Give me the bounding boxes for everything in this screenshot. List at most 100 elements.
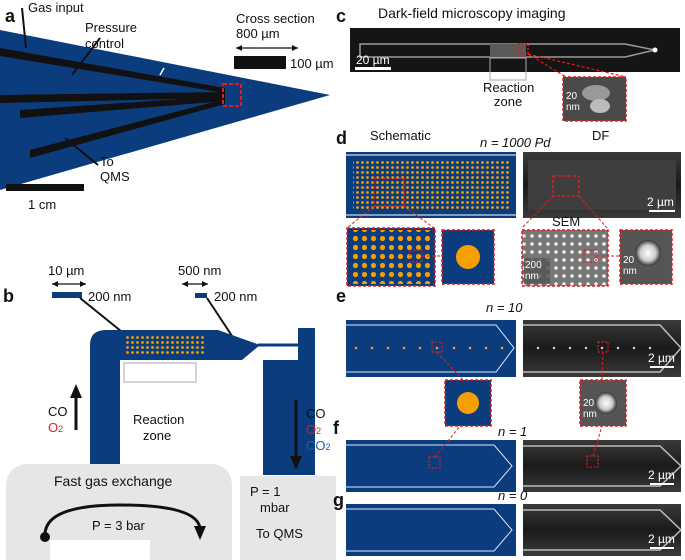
f-scalebar <box>650 483 674 485</box>
to-qms-label-1: To <box>100 154 114 169</box>
e-single-scale-1: 20 <box>583 398 595 409</box>
e-n-label: n = 10 <box>486 300 523 315</box>
panel-b: b 10 µm 200 nm 500 nm 200 nm Reaction zo… <box>3 263 336 560</box>
g-df-channel <box>523 509 683 551</box>
arrowhead <box>290 456 302 470</box>
d-sem-particle <box>635 240 661 266</box>
zoom-line <box>346 205 375 229</box>
panel-f: f n = 1 2 µm <box>333 418 683 492</box>
cross-section-width: 800 µm <box>236 26 280 41</box>
zoom-line <box>527 53 567 78</box>
fast-gas-exchange-label: Fast gas exchange <box>54 473 173 489</box>
tube-pressure-control <box>0 92 225 103</box>
tube-gas-input <box>0 48 225 93</box>
f-n-label: n = 1 <box>498 424 527 439</box>
d-sem-label-bg <box>524 258 550 284</box>
c-reaction-zone-1: Reaction <box>483 80 534 95</box>
d-sem-single <box>619 229 673 285</box>
arrowhead <box>80 281 86 287</box>
scalebar-c <box>355 67 391 70</box>
reaction-zone-label-2: zone <box>143 428 171 443</box>
panel-label-a: a <box>5 6 16 26</box>
e-scale-2um: 2 µm <box>648 351 675 365</box>
d-schematic-label: Schematic <box>370 128 431 143</box>
panel-e: e n = 10 2 µm 20 nm <box>336 286 683 427</box>
zoom-line <box>436 351 464 381</box>
e-df-particle <box>595 392 617 414</box>
e-df-channel <box>523 324 683 373</box>
scalebar-c-label: 20 µm <box>356 53 390 67</box>
pressure-leader <box>71 37 101 76</box>
zoom-line <box>403 205 435 229</box>
arrowhead <box>182 281 188 287</box>
d-zoom-box <box>373 177 405 207</box>
e-single-particle <box>457 392 479 414</box>
to-qms-leader <box>64 137 99 166</box>
inlet-o2: O2 <box>48 420 63 435</box>
df-tip-glow <box>652 47 658 53</box>
arrowhead <box>202 281 208 287</box>
d-sem-scale-2: nm <box>525 271 539 282</box>
df-reaction-zone <box>490 44 526 57</box>
arrowhead <box>236 45 242 51</box>
gas-loop <box>43 503 202 536</box>
reaction-zone-bracket <box>123 362 197 383</box>
chip-body <box>0 30 330 190</box>
d-scalebar <box>649 210 675 212</box>
e-schematic-image <box>346 320 516 377</box>
pressure-label-1: Pressure <box>85 20 137 35</box>
reaction-zone-bracket-c <box>489 57 527 81</box>
gas-input-leader <box>21 7 27 49</box>
pressure-marker <box>159 67 165 76</box>
tube-to-qms <box>30 99 225 158</box>
e-single-scale-2: nm <box>583 409 597 420</box>
g-schematic-image <box>346 504 516 556</box>
panel-label-f: f <box>333 418 340 438</box>
c-reaction-zone-2: zone <box>494 94 522 109</box>
d-scale-2um: 2 µm <box>647 195 674 209</box>
zoom-line <box>527 53 627 78</box>
c-inset-particle <box>582 85 610 101</box>
inlet-pressure-label: P = 3 bar <box>92 518 146 533</box>
d-single-particle <box>456 245 480 269</box>
f-schematic-image <box>346 440 516 492</box>
inlet-co: CO <box>48 404 68 419</box>
f-zoom-box <box>428 456 441 469</box>
g-channel-outline <box>346 508 513 552</box>
panel-label-g: g <box>333 490 344 510</box>
to-qms-label-2: QMS <box>100 169 130 184</box>
df-channel-outline <box>359 43 656 58</box>
height-200nm-right: 200 nm <box>214 289 257 304</box>
e-df-dots <box>536 346 652 350</box>
c-inset-scale-1: 20 <box>566 91 578 102</box>
panel-c: c Dark-field microscopy imaging 20 µm Re… <box>336 5 680 122</box>
d-single-scale-1: 20 <box>623 255 635 266</box>
scalebar-a <box>6 184 84 191</box>
d-zoom-particles <box>349 230 433 284</box>
scalebar-a-label: 1 cm <box>28 197 56 212</box>
d-df-label: DF <box>592 128 609 143</box>
f-df-channel <box>523 445 683 487</box>
e-scalebar <box>650 366 674 368</box>
outlet-qms-label: To QMS <box>256 526 303 541</box>
f-df-zoom-box <box>586 455 599 468</box>
outlet-channel <box>263 328 315 475</box>
chip-highlight-box <box>222 83 242 107</box>
channel-cross-section-left <box>52 292 82 298</box>
panel-label-b: b <box>3 286 14 306</box>
reservoir-gap <box>50 540 150 560</box>
arrowhead <box>194 526 206 540</box>
tube-middle <box>20 96 225 118</box>
d-particle-array <box>353 160 509 210</box>
df-highlight-box <box>517 43 529 55</box>
cross-section-depth: 100 µm <box>290 56 334 71</box>
d-single-scale-2: nm <box>623 266 637 277</box>
df-imaging-title: Dark-field microscopy imaging <box>378 5 566 21</box>
height-200nm-left: 200 nm <box>88 289 131 304</box>
d-sem-label: SEM <box>552 214 580 229</box>
zoom-line <box>434 425 461 458</box>
zoom-line <box>592 425 603 457</box>
cross-section-rect <box>234 56 286 69</box>
g-scalebar <box>650 547 674 549</box>
